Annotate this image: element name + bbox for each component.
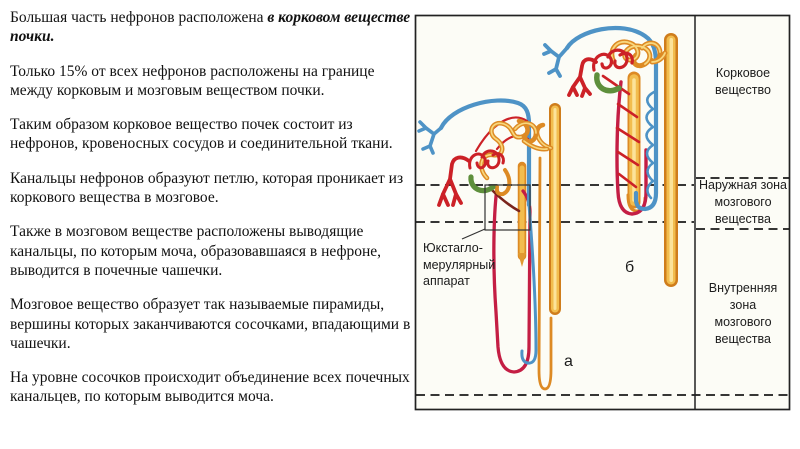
capillary-rungs-b	[601, 74, 641, 189]
paragraph-2: Только 15% от всех нефронов расположены …	[10, 62, 375, 99]
callout-label-juxtaglomerular: Юкстагло- мерулярный аппарат	[423, 241, 496, 288]
juxtaglomerular-callout-box	[484, 184, 531, 231]
paragraph-4: Канальцы нефронов образуют петлю, котора…	[10, 169, 404, 207]
vein-branch-b	[542, 43, 569, 78]
paragraph-1-normal: Большая часть нефронов расположена	[10, 9, 268, 26]
paragraph-6: Мозговое вещество образует так называемы…	[10, 296, 411, 352]
diagram-frame	[414, 14, 791, 411]
panel-letter-a: а	[564, 353, 573, 370]
paragraph-7: На уровне сосочков происходит объединени…	[10, 369, 410, 406]
vein-loop-a	[520, 203, 538, 365]
zone-label-inner-medulla: Внутренняя зона мозгового вещества	[708, 281, 778, 346]
slide-text-column: Большая часть нефронов расположена в кор…	[10, 8, 412, 422]
vein-arc-a	[438, 98, 532, 208]
callout-leader-line	[461, 228, 486, 240]
juxtaglomerular-crescent-b	[594, 72, 622, 94]
zone-label-cortex: Корковое вещество	[715, 66, 771, 97]
henle-loop-a	[537, 156, 553, 391]
straight-tubule-a	[517, 161, 527, 267]
artery-branch-a	[437, 155, 471, 207]
paragraph-1-emphasis: в корковом веществе почки.	[10, 9, 411, 46]
glomerulus-b	[592, 48, 634, 72]
tubule-hook-a	[494, 168, 512, 197]
nephron-b	[542, 26, 678, 287]
juxtaglomerular-crescent-a	[468, 174, 496, 194]
paragraph-3: Таким образом корковое вещество почек со…	[10, 116, 393, 153]
panel-letter-b: б	[625, 259, 635, 276]
vein-branch-a	[417, 120, 443, 155]
collecting-duct-b	[664, 33, 678, 287]
collecting-duct-a	[534, 103, 561, 315]
vein-mesh-b	[645, 90, 656, 200]
dark-vessel-a	[490, 188, 521, 213]
zone-label-outer-medulla: Наружная зона мозгового вещества	[698, 178, 788, 226]
paragraph-5: Также в мозговом веществе расположены вы…	[10, 223, 382, 279]
artery-branch-b	[567, 57, 598, 98]
glomerulus-a	[468, 149, 505, 170]
tubule-coil-b-highlight	[610, 40, 666, 65]
paragraph-1: Большая часть нефронов расположена в кор…	[10, 8, 412, 47]
